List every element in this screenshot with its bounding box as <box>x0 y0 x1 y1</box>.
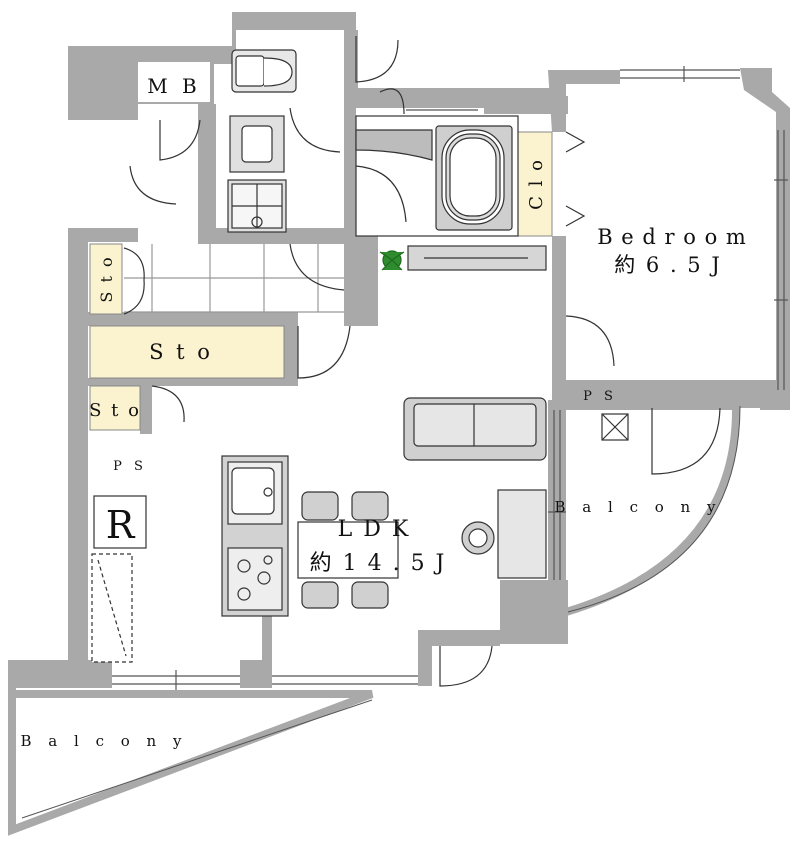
wall-center-lower <box>344 236 378 326</box>
bathroom <box>355 115 519 237</box>
wall-left-vert-2 <box>140 386 152 434</box>
wall-top-right-upper <box>344 30 358 90</box>
ps-box-right <box>601 413 629 441</box>
wall-left-long <box>68 228 88 668</box>
wall-top-left-upper-corner <box>68 228 138 242</box>
corridor-tiles <box>124 244 344 313</box>
wall-entrance-right <box>418 630 500 646</box>
door-swings <box>123 36 721 687</box>
desk-set <box>461 489 547 579</box>
mb-label: M B <box>147 74 201 98</box>
wall-bedroom <box>548 70 620 132</box>
sofa <box>403 397 547 461</box>
sto-large-fill <box>89 325 285 379</box>
wall-lower-left <box>8 660 112 688</box>
wall-sto-bottom <box>84 378 298 386</box>
balcony-right-inner-line <box>567 405 741 613</box>
washing-machine <box>227 179 287 233</box>
clo-label: C l o <box>526 158 547 210</box>
wall-ldk-right <box>548 400 566 580</box>
fixtures <box>91 36 788 690</box>
dining-set <box>297 491 399 609</box>
sto-small-fill <box>89 385 141 431</box>
balconies <box>8 402 741 836</box>
ps-right-label: P S <box>583 389 617 404</box>
wall-bath-left <box>344 108 356 244</box>
sto-vertical-fill <box>89 243 123 315</box>
sto-vertical-label: S t o <box>97 255 116 302</box>
wall-sto-large-right <box>284 312 298 382</box>
mb-box <box>138 62 210 102</box>
balcony-bottom-label: B a l c o n y <box>21 732 188 750</box>
balcony-bottom-outline <box>8 666 374 836</box>
refrigerator-space <box>91 495 147 663</box>
bedroom-name-label: B e d r o o m <box>597 225 747 249</box>
wall-wc-left <box>198 104 216 244</box>
wall-bedroom-left <box>552 236 566 386</box>
wall-kitchen-bottom <box>262 616 272 686</box>
balcony-bottom-inner-line <box>21 699 373 819</box>
wall-lower-mid <box>240 660 272 688</box>
storage-fills <box>89 62 553 431</box>
closet-doors <box>565 131 586 227</box>
kitchen-counter <box>221 455 289 617</box>
wall-bath-top-right <box>484 96 568 114</box>
wall-sto-divider <box>84 312 284 326</box>
toilet <box>231 49 297 93</box>
labels: M B S t o S t o S t o P S P S R C l o B … <box>21 74 747 750</box>
ldk-name-label: L D K <box>338 517 411 542</box>
counter-near-bath <box>407 245 547 271</box>
balcony-right-outline <box>564 402 741 616</box>
wall-bedroom-corner-tr <box>740 68 790 410</box>
ldk-size-label: 約 1 4 . 5 J <box>310 551 447 576</box>
windows <box>112 66 788 690</box>
wall-entrance-post <box>418 630 432 686</box>
sto-large-label: S t o <box>149 340 213 364</box>
wall-pillar <box>500 580 568 644</box>
bedroom-size-label: 約 6 . 5 J <box>614 253 722 277</box>
wall-mb-block <box>68 46 138 120</box>
balcony-right-label: B a l c o n y <box>555 498 722 516</box>
ps-left-label: P S <box>113 459 147 474</box>
sto-small-label: S t o <box>89 400 141 421</box>
refrigerator-label: R <box>106 503 136 547</box>
plant-icon <box>379 250 405 271</box>
washbasin <box>229 115 285 173</box>
